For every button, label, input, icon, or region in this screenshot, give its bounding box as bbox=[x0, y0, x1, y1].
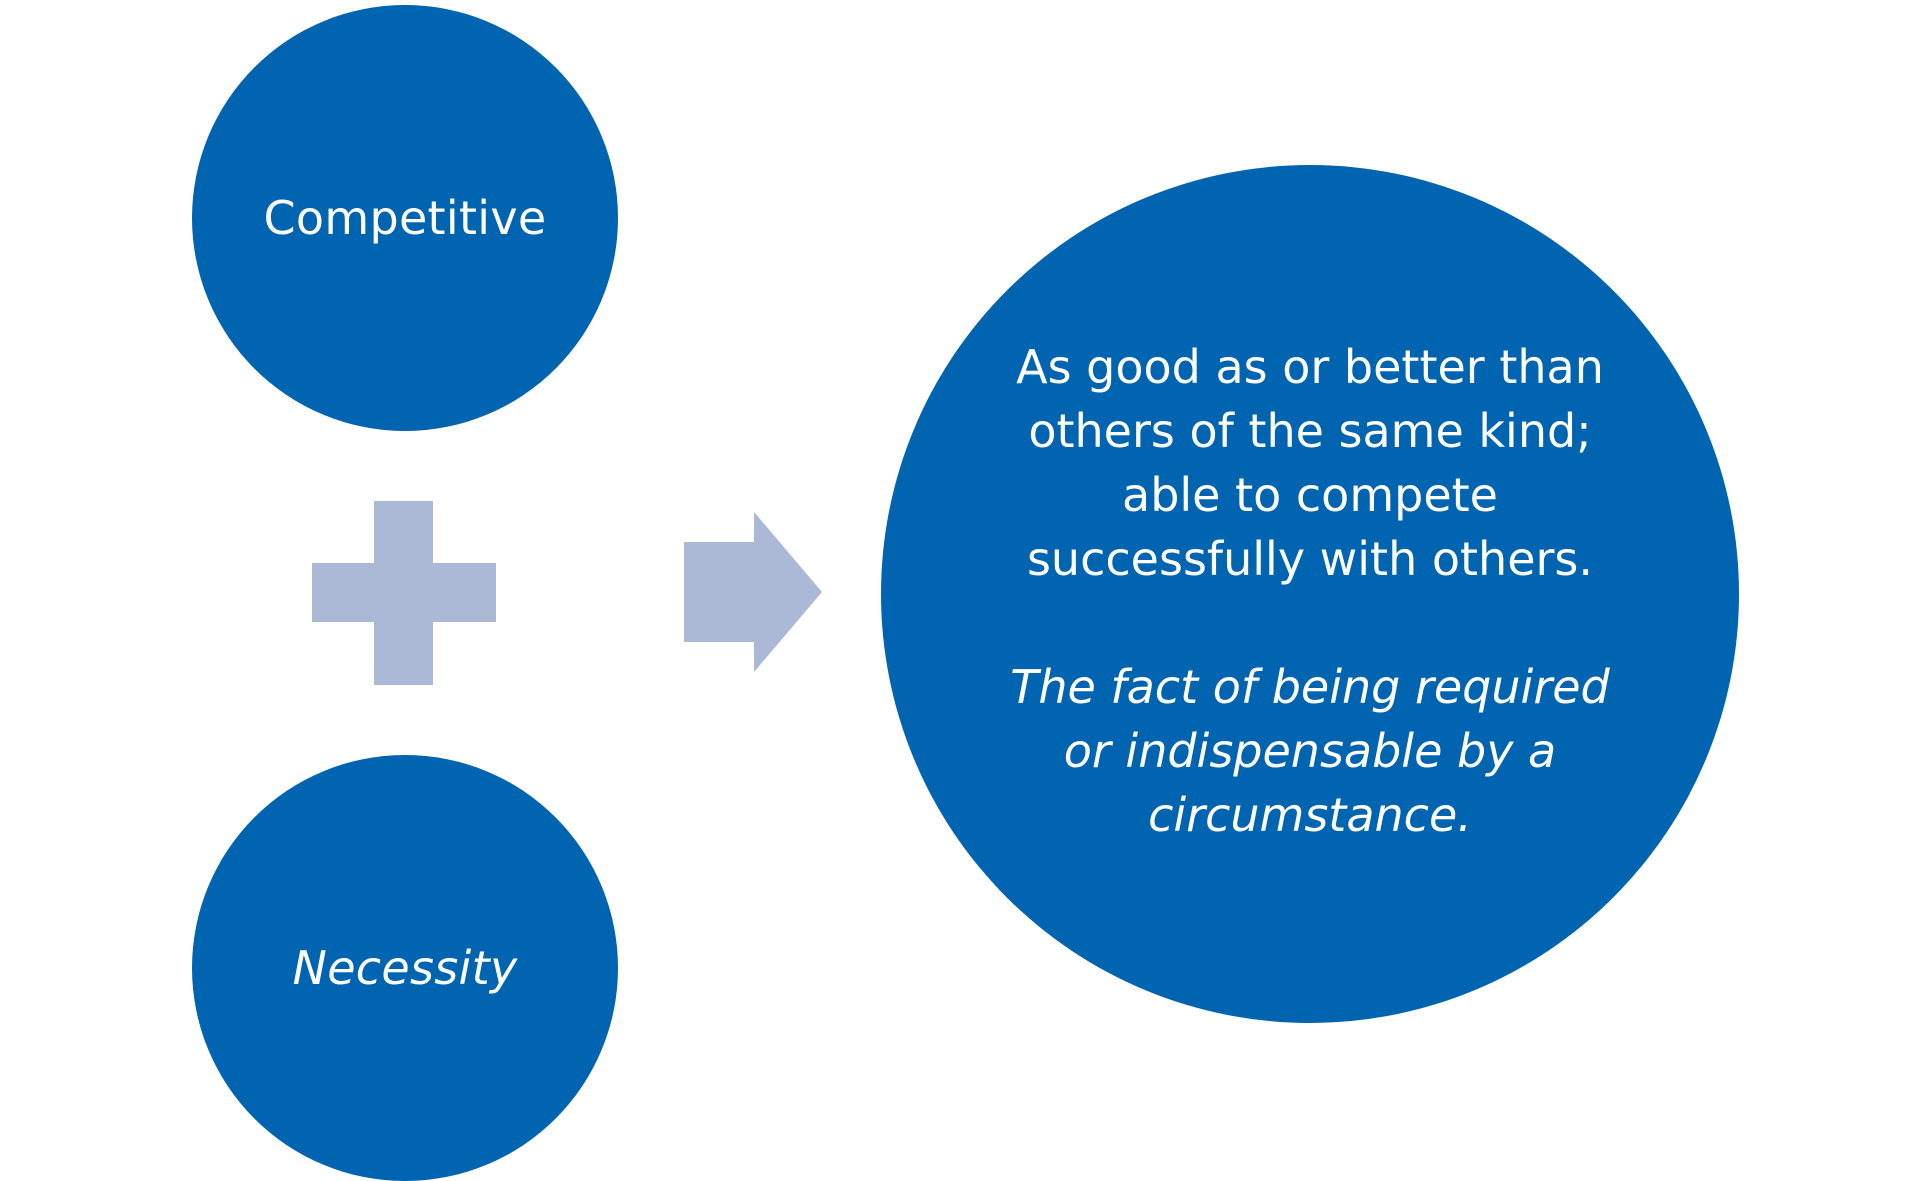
circle-necessity: Necessity bbox=[192, 755, 618, 1181]
circle-definition: As good as or better than others of the … bbox=[881, 165, 1739, 1023]
plus-icon bbox=[312, 501, 496, 685]
definition-competitive: As good as or better than others of the … bbox=[1016, 340, 1604, 586]
definition-necessity: The fact of being required or indispensa… bbox=[1010, 660, 1610, 842]
arrow-right-icon bbox=[684, 512, 822, 672]
term-necessity-label: Necessity bbox=[292, 941, 518, 995]
plus-horizontal-bar bbox=[312, 563, 496, 622]
arrow-shape bbox=[684, 512, 822, 672]
term-competitive-label: Competitive bbox=[263, 191, 547, 245]
definition-text: As good as or better than others of the … bbox=[990, 335, 1630, 847]
circle-competitive: Competitive bbox=[192, 5, 618, 431]
